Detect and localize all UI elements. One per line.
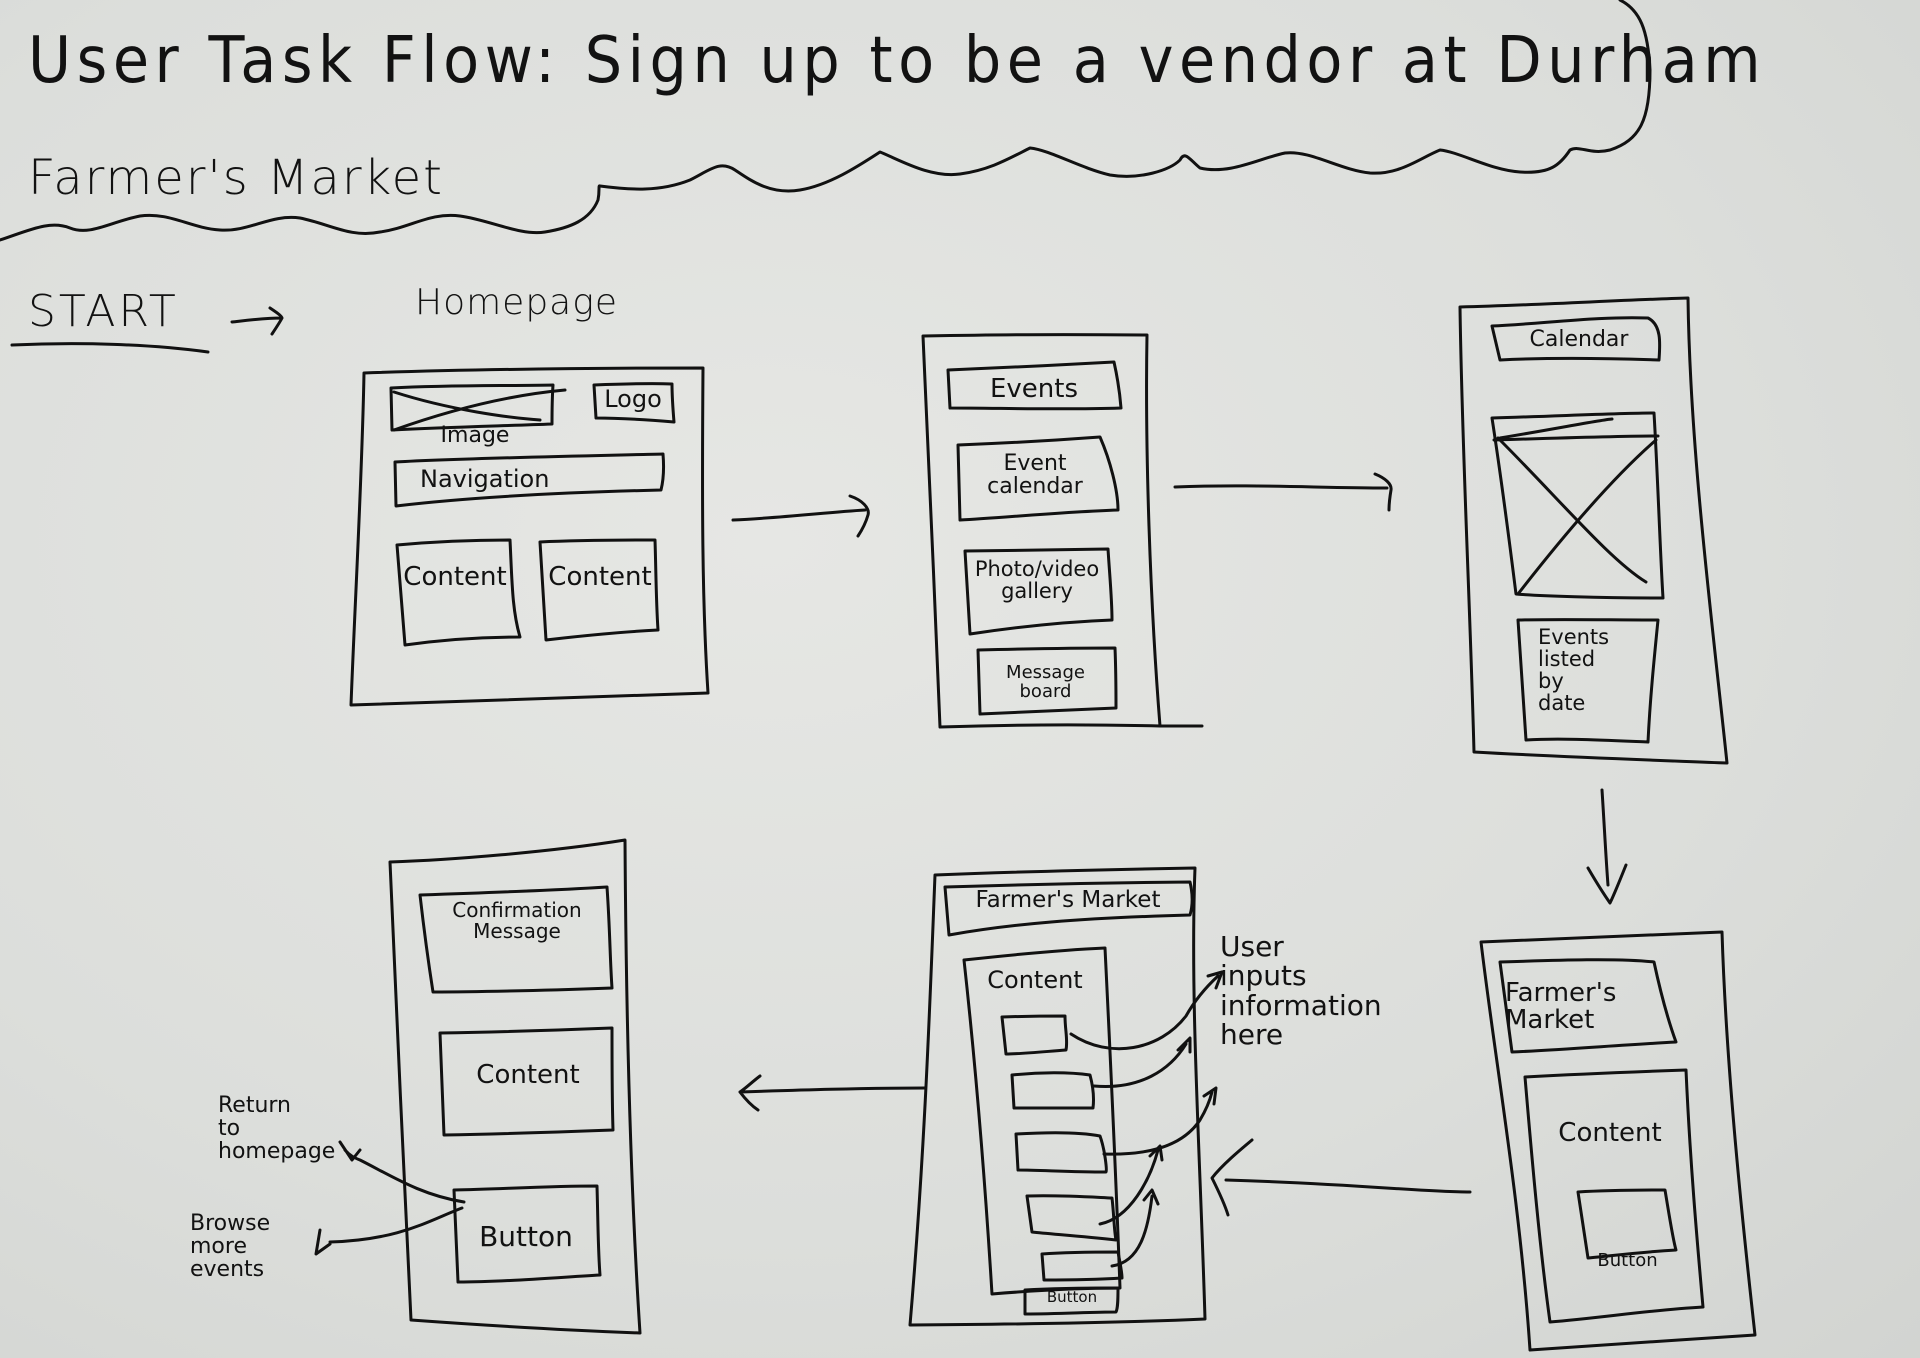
events-header-box	[946, 360, 1123, 411]
events-header-label: Events	[989, 374, 1079, 404]
market-detail-content-label: Content	[1558, 1118, 1662, 1148]
market-detail-frame	[1479, 930, 1757, 1352]
arrow-homepage-to-events	[731, 494, 870, 538]
confirmation-frame	[388, 838, 642, 1335]
arrow-signup-to-confirmation	[738, 1074, 927, 1112]
input-annotation-arrow-4	[1098, 1144, 1164, 1226]
market-detail-header-label: Farmer's Market	[1505, 978, 1617, 1036]
confirmation-header-label: Confirmation Message	[452, 898, 582, 943]
confirmation-content-box	[438, 1026, 615, 1137]
input-annotation-arrow-1	[1069, 970, 1224, 1051]
market-detail-content-box	[1523, 1068, 1705, 1324]
return-annotation: Return to homepage	[218, 1093, 336, 1165]
title-cloud-outline	[0, 0, 1652, 242]
signup-content-box	[962, 946, 1122, 1296]
signup-header-label: Farmer's Market	[975, 887, 1161, 913]
market-detail-header-box	[1498, 958, 1678, 1054]
start-underline	[10, 342, 210, 354]
gallery-label: Photo/video gallery	[974, 557, 1100, 604]
start-arrow	[230, 306, 284, 336]
page-title: User Task Flow: Sign up to be a vendor a…	[28, 24, 1767, 98]
calendar-frame	[1458, 296, 1729, 765]
input-field-3	[1014, 1131, 1108, 1174]
content-label-2: Content	[548, 562, 652, 592]
input-annotation-arrow-5	[1110, 1188, 1160, 1268]
signup-button-box	[1023, 1286, 1120, 1316]
browse-annotation-arrow	[314, 1206, 464, 1256]
calendar-header-box	[1490, 316, 1662, 362]
confirmation-content-label: Content	[476, 1060, 580, 1090]
navigation-label: Navigation	[420, 465, 550, 493]
gallery-box	[963, 547, 1114, 636]
start-label: START	[28, 286, 179, 337]
signup-annotation: User inputs information here	[1220, 930, 1382, 1052]
market-detail-button[interactable]: Button	[1597, 1250, 1658, 1271]
image-label: Image	[440, 423, 510, 448]
image-placeholder-x	[392, 388, 567, 432]
calendar-image-box	[1490, 411, 1665, 600]
input-field-4	[1025, 1194, 1118, 1242]
confirmation-button-box	[452, 1184, 602, 1284]
content-box-2	[538, 538, 660, 642]
page-subtitle: Farmer's Market	[28, 150, 444, 206]
input-field-1	[1000, 1014, 1069, 1056]
browse-annotation: Browse more events	[190, 1211, 271, 1283]
signup-submit-button[interactable]: Button	[1046, 1288, 1098, 1306]
signup-form-frame	[908, 866, 1207, 1327]
input-field-2	[1010, 1071, 1096, 1110]
image-placeholder-box	[389, 383, 555, 432]
confirmation-button[interactable]: Button	[479, 1220, 573, 1253]
events-list-box	[1516, 618, 1660, 744]
input-field-5	[1040, 1250, 1124, 1282]
content-label-1: Content	[403, 562, 507, 592]
arrow-events-to-calendar	[1173, 472, 1393, 512]
homepage-frame	[349, 366, 710, 707]
confirmation-header-box	[418, 885, 614, 994]
logo-label: Logo	[604, 385, 662, 413]
arrow-calendar-to-market	[1586, 788, 1628, 905]
logo-box	[592, 382, 676, 424]
input-annotation-arrow-2	[1092, 1036, 1192, 1089]
homepage-caption: Homepage	[415, 282, 618, 323]
event-calendar-box	[956, 435, 1120, 522]
navigation-box	[393, 452, 666, 508]
market-detail-button-box	[1576, 1188, 1678, 1260]
return-annotation-arrow	[338, 1140, 466, 1204]
event-calendar-label: Event calendar	[987, 451, 1083, 500]
content-box-1	[395, 538, 522, 647]
events-list-label: Events listed by date	[1538, 625, 1610, 716]
calendar-header-label: Calendar	[1529, 327, 1629, 352]
signup-header-box	[943, 880, 1194, 937]
message-board-box	[976, 646, 1118, 716]
message-board-label: Message board	[1006, 662, 1085, 702]
calendar-image-x	[1496, 436, 1658, 596]
sketch-stroke	[1492, 417, 1660, 442]
arrow-market-to-signup	[1210, 1138, 1472, 1217]
signup-content-label: Content	[987, 966, 1083, 994]
input-annotation-arrow-3	[1102, 1086, 1218, 1156]
